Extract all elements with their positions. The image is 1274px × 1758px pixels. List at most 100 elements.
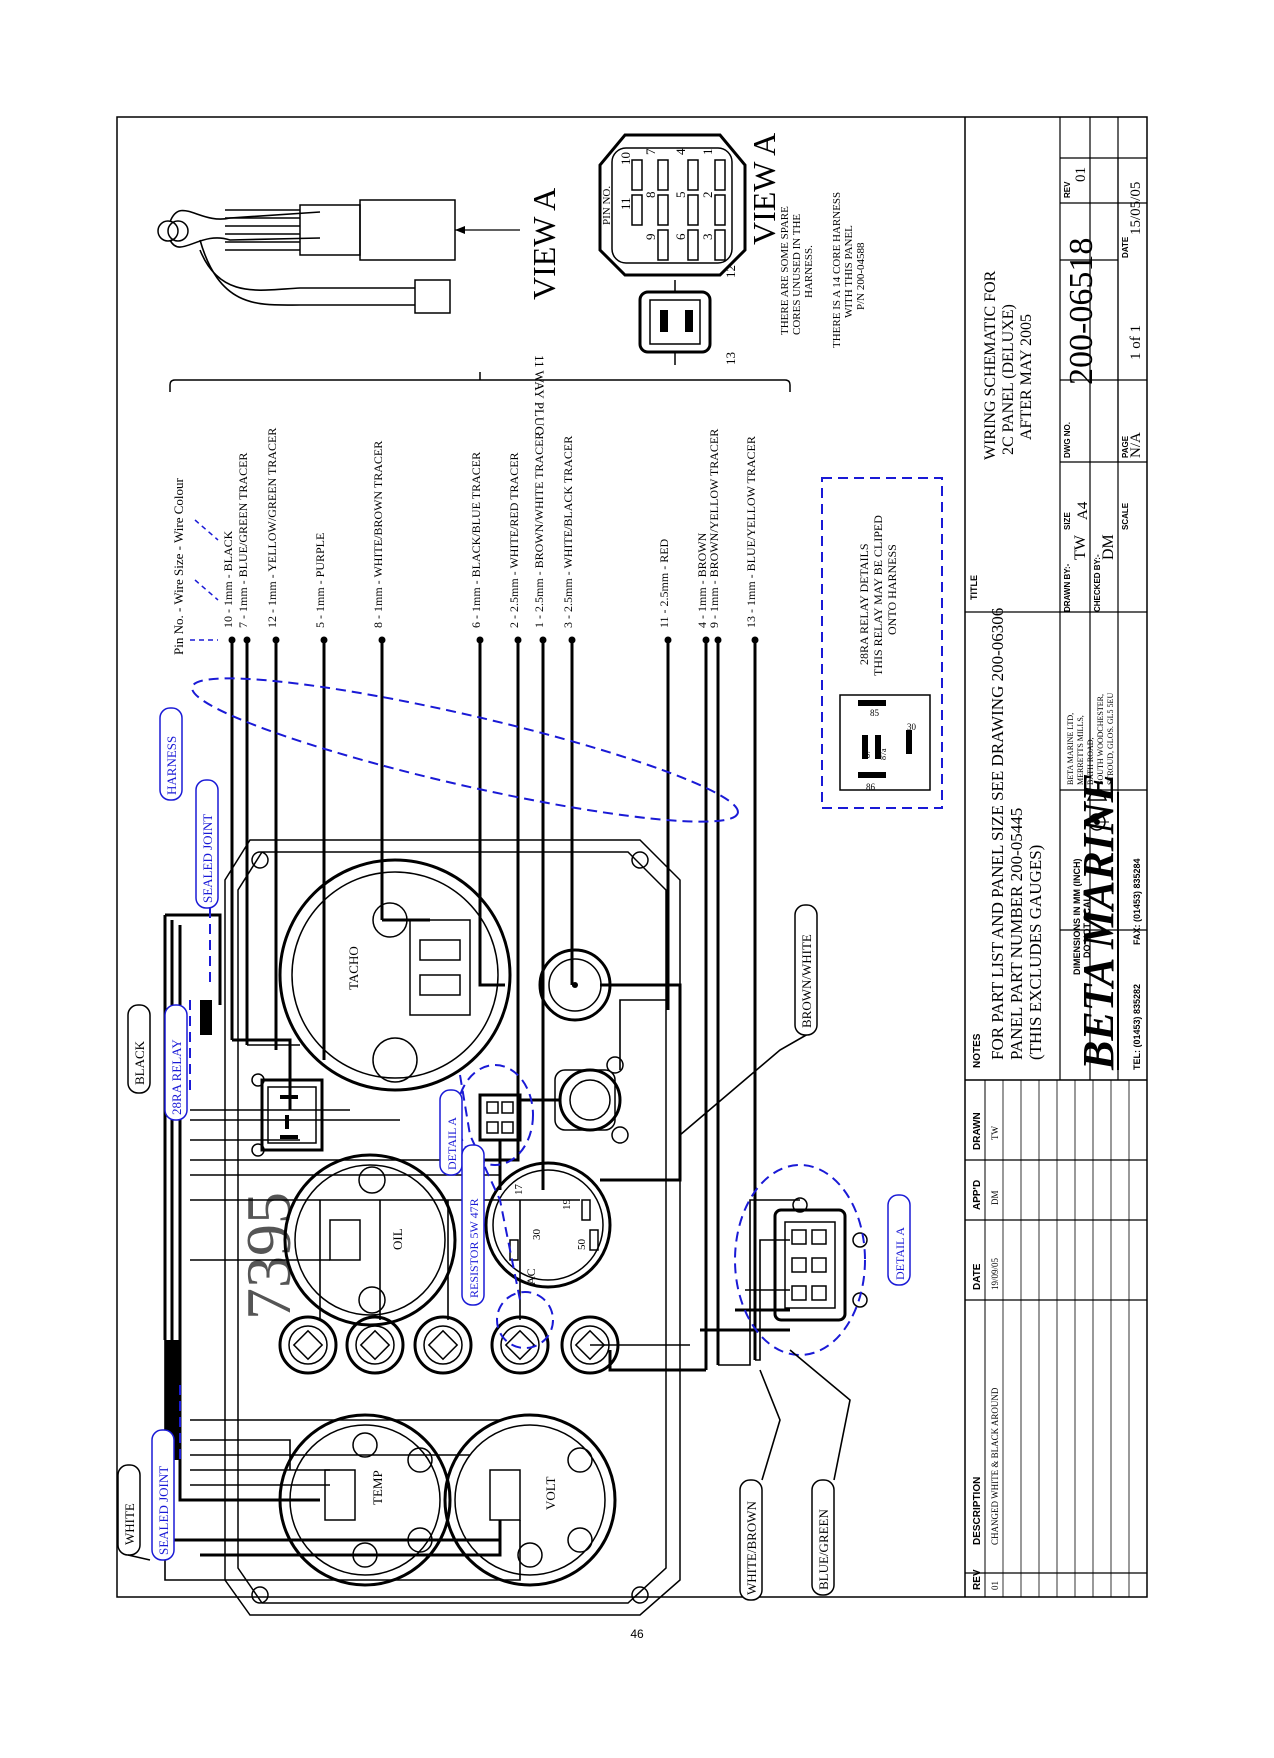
wiring	[163, 636, 800, 1581]
title-heading: TITLE	[969, 575, 979, 600]
wire-list: Pin No. - Wire Size - Wire Colour 10 - 1…	[171, 428, 758, 655]
address-line-3: BATH ROAD,	[1086, 737, 1095, 785]
wire-label-2: 2 - 2.5mm - WHITE/RED TRACER	[507, 452, 521, 628]
ignition-switch: AC 30 17 19 50	[484, 1161, 612, 1289]
pin-11: 11	[618, 197, 633, 210]
wire-label-11: 11 - 2.5mm - RED	[657, 538, 671, 628]
sealed-joint-callout-top: SEALED JOINT	[200, 814, 215, 903]
scale-value: N/A	[1128, 432, 1144, 458]
detail-a-connector	[773, 1197, 868, 1322]
tacho-gauge: TACHO	[278, 858, 512, 1092]
wire-label-1: 1 - 2.5mm - BROWN/WHITE TRACER	[532, 432, 546, 628]
address-line-4: SOUTH WOODCHESTER,	[1096, 694, 1105, 785]
switch-terminal-30: 30	[531, 1229, 543, 1241]
plug-brace: 11 WAY PLUG	[169, 355, 791, 436]
blue-callouts	[179, 677, 866, 1460]
relay-pin-86: 86	[866, 782, 876, 792]
black-callout: BLACK	[132, 1040, 147, 1085]
pin-1: 1	[700, 149, 715, 156]
wire-label-12: 12 - 1mm - YELLOW/GREEN TRACER	[265, 428, 279, 628]
panel-switches	[278, 1315, 620, 1375]
pin-6: 6	[673, 233, 688, 240]
switch-terminal-17: 17	[513, 1184, 525, 1196]
wire-label-7: 7 - 1mm - BLUE/GREEN TRACER	[236, 453, 250, 628]
wire-label-10: 10 - 1mm - BLACK	[221, 530, 235, 628]
page-label: PAGE	[1121, 435, 1130, 458]
projection-symbol-icon	[1085, 789, 1109, 831]
relay-detail-line-2: THIS RELAY MAY BE CLIPED	[871, 515, 885, 676]
pin-5: 5	[673, 192, 688, 199]
notes-line-2: PANEL PART NUMBER 200-05445	[1007, 808, 1026, 1060]
pin-2: 2	[700, 192, 715, 199]
description-value: CHANGED WHITE & BLACK AROUND	[990, 1387, 1000, 1545]
switch-terminal-ac: AC	[524, 1268, 538, 1285]
rev-label: REV	[1063, 181, 1072, 198]
two-pin-connector: 12 13	[638, 265, 738, 365]
notes-heading: NOTES	[972, 1033, 983, 1068]
rev-header: REV	[972, 1569, 983, 1590]
wire-label-4: 4 - 1mm - BROWN	[695, 532, 709, 628]
address-line-2: MERRETTS MILLS,	[1076, 715, 1085, 785]
size-label: SIZE	[1063, 512, 1072, 530]
dwg-no-value: 200-06518	[1063, 238, 1100, 385]
wire-label-8: 8 - 1mm - WHITE/BROWN TRACER	[371, 441, 385, 628]
resistor-callout: RESISTOR 5W 47R	[467, 1198, 481, 1298]
notes-line-1: FOR PART LIST AND PANEL SIZE SEE DRAWING…	[988, 608, 1007, 1060]
notes-block: NOTES FOR PART LIST AND PANEL SIZE SEE D…	[972, 608, 1045, 1068]
blue-green-callout: BLUE/GREEN	[816, 1509, 831, 1590]
relay-pin-85: 85	[870, 708, 880, 718]
view-a-title-top: VIEW A	[526, 188, 562, 300]
pin-10: 10	[618, 152, 633, 165]
address-line-5: STROUD, GLOS. GL5 5EU	[1106, 693, 1115, 785]
tacho-label: TACHO	[346, 946, 361, 990]
spare-note-line-2: CORES UNUSED IN THE	[791, 214, 803, 335]
volt-gauge: VOLT	[443, 1413, 617, 1587]
white-brown-callout: WHITE/BROWN	[744, 1501, 759, 1595]
view-a-title-right: VIEW A	[746, 133, 782, 245]
date-header: DATE	[972, 1263, 983, 1290]
sealed-joint-top	[200, 1000, 212, 1035]
pin-13: 13	[723, 352, 738, 365]
sealed-joint-callout-bottom: SEALED JOINT	[156, 1466, 171, 1555]
harness-callout: HARNESS	[164, 736, 179, 795]
relay-detail-line-1: 28RA RELAY DETAILS	[857, 544, 871, 666]
drawn-header: DRAWN	[972, 1112, 983, 1150]
core-note-line-1: THERE IS A 14 CORE HARNESS	[831, 192, 843, 348]
notes-line-3: (THIS EXCLUDES GAUGES)	[1026, 845, 1045, 1060]
switch-terminal-50: 50	[576, 1239, 588, 1251]
description-header: DESCRIPTION	[972, 1477, 983, 1545]
pin-no-label: PIN NO.	[601, 186, 613, 225]
revision-table: REV DESCRIPTION DATE APP'D DRAWN 01 CHAN…	[972, 1112, 1000, 1590]
rev-value-cell: 01	[1073, 167, 1089, 182]
oil-sender-unit	[554, 1056, 629, 1144]
title-cells: TITLE WIRING SCHEMATIC FOR 2C PANEL (DEL…	[969, 158, 1144, 612]
date-label: DATE	[1121, 236, 1130, 258]
relay-detail-line-3: ONTO HARNESS	[885, 544, 899, 635]
brown-white-callout: BROWN/WHITE	[799, 934, 814, 1028]
harness-notes: THERE ARE SOME SPARE CORES UNUSED IN THE…	[779, 192, 867, 348]
title-line-3: AFTER MAY 2005	[1018, 314, 1035, 440]
pin-4: 4	[673, 148, 688, 155]
appd-header: APP'D	[972, 1180, 983, 1210]
scale-label: SCALE	[1121, 502, 1130, 530]
wire-label-9: 9 - 1mm - BROWN/YELLOW TRACER	[707, 429, 721, 628]
volt-label: VOLT	[543, 1476, 558, 1510]
company-block: BETA MARINE DIMENSIONS IN MM (INCH) DO N…	[1066, 693, 1142, 1071]
address-line-1: BETA MARINE LTD,	[1066, 713, 1075, 785]
sealed-joint-bottom	[165, 1340, 180, 1460]
spare-note-line-1: THERE ARE SOME SPARE	[779, 206, 791, 335]
relay-details: 28RA RELAY DETAILS THIS RELAY MAY BE CLI…	[821, 477, 943, 809]
tel: TEL: (01453) 835282	[1132, 984, 1142, 1070]
pin-8: 8	[643, 192, 658, 199]
detail-a-callout-1: DETAIL A	[445, 1117, 459, 1170]
core-note-line-3: P/N 200-04588	[855, 242, 867, 310]
plug-label: 11 WAY PLUG	[532, 355, 547, 436]
panel-number: 7395	[233, 1192, 304, 1320]
wire-label-13: 13 - 1mm - BLUE/YELLOW TRACER	[744, 436, 758, 628]
fax: FAX: (01453) 835284	[1132, 858, 1142, 945]
detail-a-small-connector	[478, 1093, 522, 1142]
drawn-value: TW	[990, 1126, 1000, 1140]
page-number: 46	[630, 1627, 644, 1641]
